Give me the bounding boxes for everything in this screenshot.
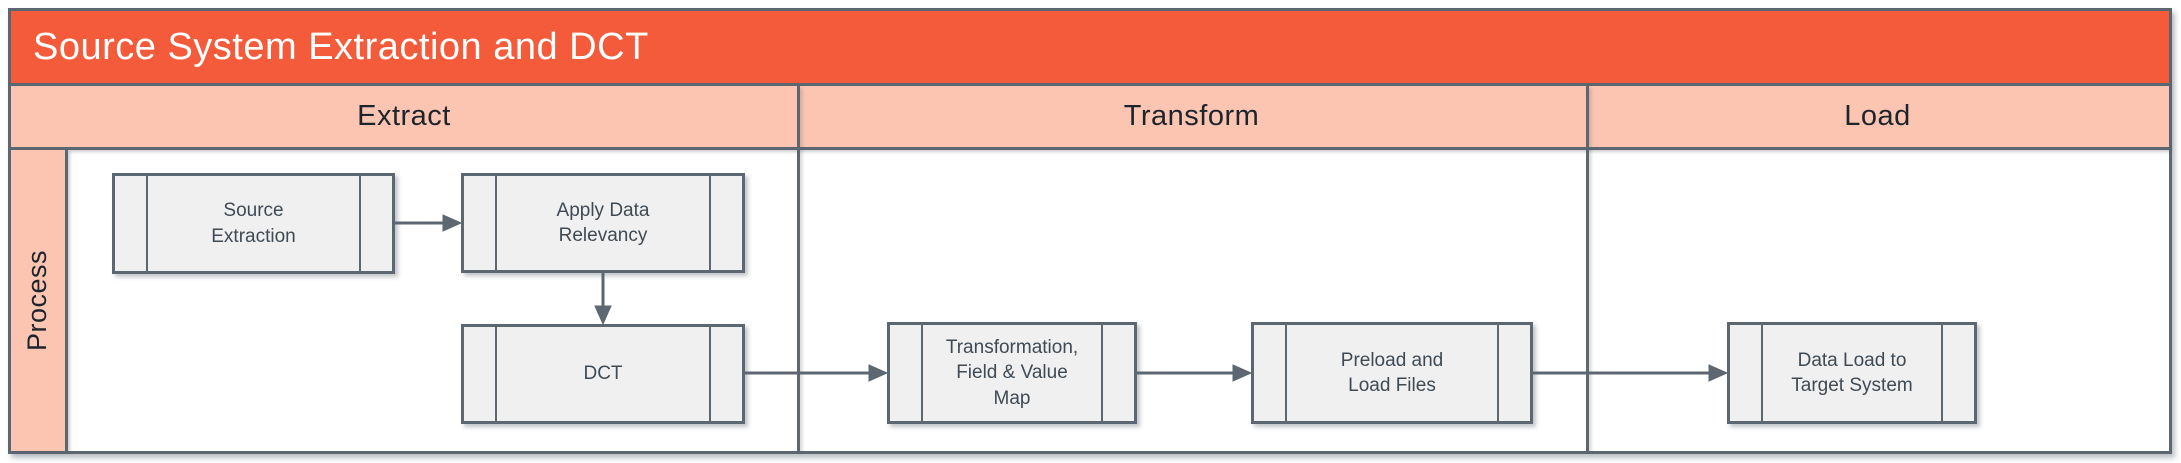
- predefined-process-bar-right: [1101, 325, 1103, 421]
- predefined-process-bar-left: [1761, 325, 1763, 421]
- phase-header-load-label: Load: [1844, 100, 1911, 132]
- lane-label-process: Process: [22, 249, 53, 352]
- predefined-process-bar-right: [709, 327, 711, 421]
- diagram-title-bar: Source System Extraction and DCT: [11, 11, 2169, 86]
- node-source-extraction-label: Source Extraction: [211, 200, 296, 247]
- node-data-load-to-target-system: Data Load to Target System: [1727, 322, 1977, 424]
- phase-header-extract-label: Extract: [357, 100, 451, 132]
- node-dct: DCT: [461, 324, 745, 424]
- node-apply-data-relevancy: Apply Data Relevancy: [461, 173, 745, 273]
- predefined-process-bar-left: [495, 327, 497, 421]
- column-divider-extract-transform: [797, 86, 800, 451]
- node-dct-label: DCT: [583, 363, 623, 385]
- diagram-frame: Source System Extraction and DCT Extract…: [8, 8, 2172, 454]
- phase-header-extract: Extract: [11, 86, 797, 147]
- node-transformation-field-value-map-label: Transformation, Field & Value Map: [945, 337, 1079, 409]
- predefined-process-bar-left: [495, 176, 497, 270]
- predefined-process-bar-left: [146, 176, 148, 271]
- predefined-process-bar-right: [1941, 325, 1943, 421]
- node-source-extraction: Source Extraction: [112, 173, 395, 274]
- predefined-process-bar-left: [1285, 325, 1287, 421]
- node-data-load-to-target-system-label: Data Load to Target System: [1791, 349, 1913, 396]
- predefined-process-bar-left: [921, 325, 923, 421]
- diagram-title: Source System Extraction and DCT: [33, 25, 649, 68]
- node-preload-and-load-files: Preload and Load Files: [1251, 322, 1533, 424]
- phase-header-transform-label: Transform: [1123, 100, 1260, 132]
- phase-header-load: Load: [1586, 86, 2169, 147]
- node-transformation-field-value-map: Transformation, Field & Value Map: [887, 322, 1137, 424]
- phase-header-row: Extract Transform Load: [11, 86, 2169, 150]
- predefined-process-bar-right: [1497, 325, 1499, 421]
- node-preload-and-load-files-label: Preload and Load Files: [1340, 349, 1444, 396]
- phase-header-transform: Transform: [797, 86, 1586, 147]
- column-divider-transform-load: [1586, 86, 1589, 451]
- predefined-process-bar-right: [359, 176, 361, 271]
- lane-label-strip: Process: [11, 150, 68, 451]
- predefined-process-bar-right: [709, 176, 711, 270]
- node-apply-data-relevancy-label: Apply Data Relevancy: [556, 199, 650, 246]
